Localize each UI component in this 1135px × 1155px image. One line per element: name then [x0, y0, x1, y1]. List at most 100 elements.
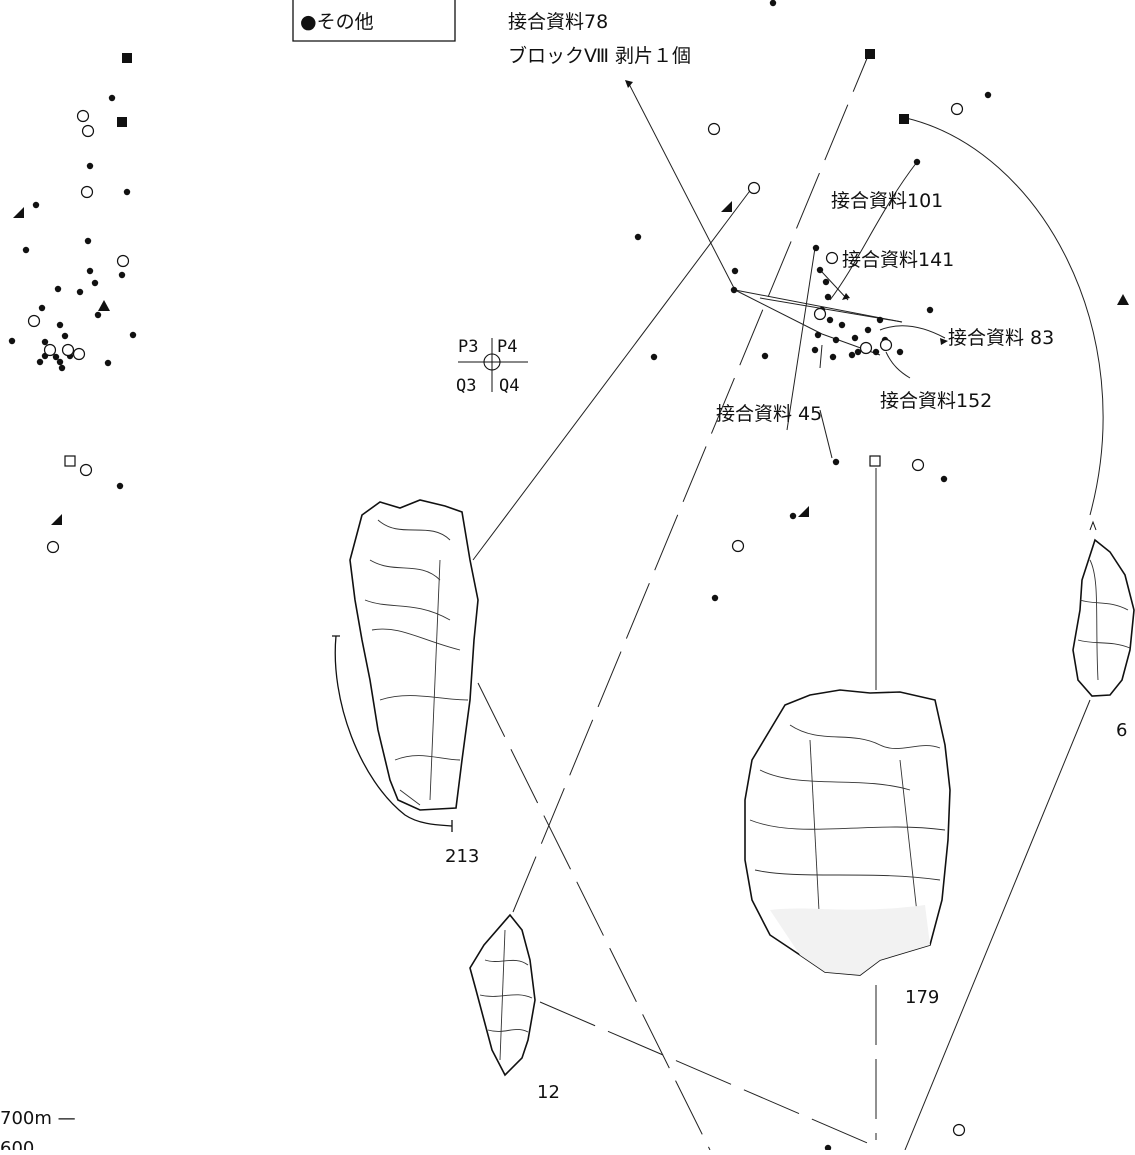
refit-lines [472, 55, 1104, 1151]
scatter-points [8, 0, 1129, 1152]
find-dot [854, 348, 862, 356]
annotation-ref141: 接合資料141 [842, 249, 954, 271]
find-dot [32, 201, 40, 209]
find-dot [84, 237, 92, 245]
grid-label-q4: Q4 [499, 376, 519, 396]
find-square [122, 53, 132, 63]
annotation-ref83: 接合資料 83 [948, 327, 1054, 349]
artifact-number-12: 12 [537, 1082, 560, 1103]
find-dot [851, 334, 859, 342]
find-dot [829, 353, 837, 361]
find-right-triangle [721, 201, 732, 212]
find-dot [730, 286, 738, 294]
find-dot [832, 336, 840, 344]
find-dot [864, 326, 872, 334]
artifact-number-6: 6 [1116, 720, 1127, 741]
find-triangle [1117, 294, 1129, 305]
find-dot [38, 304, 46, 312]
find-open-circle [879, 338, 893, 352]
find-dot [123, 188, 131, 196]
find-open-circle [79, 463, 93, 477]
annotation-ref78-sub: ブロックⅧ 剥片１個 [508, 44, 691, 67]
find-dot [56, 358, 64, 366]
find-open-circle [813, 307, 827, 321]
find-dot [129, 331, 137, 339]
find-dot [789, 512, 797, 520]
find-dot [811, 346, 819, 354]
scale-label-700: 700m — [0, 1108, 76, 1129]
annotation-ref152: 接合資料152 [880, 390, 992, 412]
find-dot [824, 1144, 832, 1152]
find-open-square [64, 455, 76, 467]
grid-label-p3: P3 [458, 337, 478, 357]
find-open-circle [27, 314, 41, 328]
find-dot [761, 352, 769, 360]
find-dot [41, 338, 49, 346]
find-dot [711, 594, 719, 602]
arrowheads [625, 80, 948, 345]
find-dot [814, 331, 822, 339]
find-dot [61, 332, 69, 340]
find-dot [76, 288, 84, 296]
find-square [865, 49, 875, 59]
find-dot [896, 348, 904, 356]
grid-label-p4: P4 [497, 337, 517, 357]
find-dot [816, 266, 824, 274]
find-open-circle [46, 540, 60, 554]
annotation-ref78-title: 接合資料78 [508, 11, 608, 33]
find-open-square [869, 455, 881, 467]
legend: ●その他 [292, 0, 456, 42]
find-dot [56, 321, 64, 329]
find-dot [731, 267, 739, 275]
find-right-triangle [13, 207, 24, 218]
find-dot [824, 293, 832, 301]
find-open-circle [952, 1123, 966, 1137]
find-dot [650, 353, 658, 361]
find-open-circle [81, 124, 95, 138]
find-dot [838, 321, 846, 329]
legend-item-other: ●その他 [300, 11, 374, 33]
find-dot [86, 162, 94, 170]
find-dot [36, 358, 44, 366]
find-dot [58, 364, 66, 372]
find-dot [984, 91, 992, 99]
elevation-scale: 700m — 600 [0, 1108, 76, 1155]
find-open-circle [80, 185, 94, 199]
find-dot [940, 475, 948, 483]
find-dot [52, 353, 60, 361]
find-dot [769, 0, 777, 7]
grid-marker: P3 P4 Q3 Q4 [456, 337, 528, 396]
find-open-circle [72, 347, 86, 361]
find-dot [86, 267, 94, 275]
find-open-circle [911, 458, 925, 472]
find-open-circle [859, 341, 873, 355]
find-open-circle [707, 122, 721, 136]
find-dot [822, 278, 830, 286]
artifact-12: 12 [469, 913, 560, 1103]
artifact-number-179: 179 [905, 987, 939, 1008]
annotation-ref101: 接合資料101 [831, 190, 943, 212]
find-triangle [98, 300, 110, 311]
artifact-number-213: 213 [445, 846, 479, 867]
find-dot [91, 279, 99, 287]
find-dot [116, 482, 124, 490]
find-open-circle [76, 109, 90, 123]
find-dot [22, 246, 30, 254]
find-square [117, 117, 127, 127]
find-dot [94, 311, 102, 319]
scale-label-600: 600 [0, 1138, 34, 1150]
find-dot [926, 306, 934, 314]
artifact-213: 213 [332, 499, 479, 867]
find-dot [872, 348, 880, 356]
artifact-179: 179 [744, 689, 951, 1008]
find-dot [826, 316, 834, 324]
find-dot [118, 271, 126, 279]
grid-label-q3: Q3 [456, 376, 476, 396]
find-open-circle [61, 343, 75, 357]
artifact-6: 6 [1072, 520, 1135, 741]
find-dot [54, 285, 62, 293]
find-dot [812, 244, 820, 252]
find-dot [832, 458, 840, 466]
